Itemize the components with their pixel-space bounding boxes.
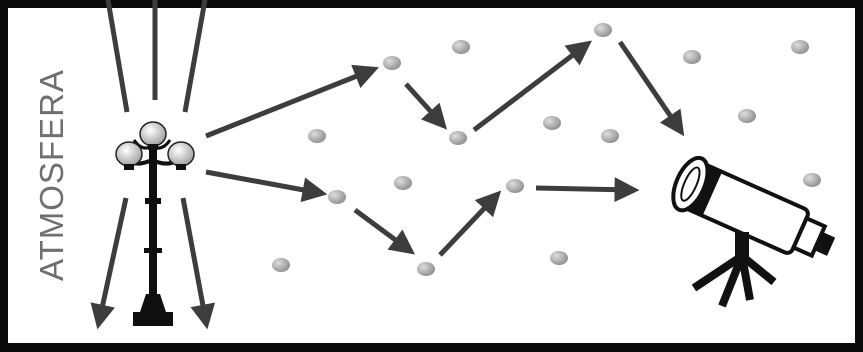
particle (594, 23, 612, 37)
particle (791, 40, 809, 54)
particle (308, 129, 326, 143)
particle (601, 129, 619, 143)
ray-arrow (185, 0, 205, 112)
particle (272, 258, 290, 272)
ray-arrow (183, 198, 206, 322)
scatter-paths (206, 42, 680, 255)
incoming-rays (108, 0, 205, 112)
particle (803, 173, 821, 187)
particle (738, 109, 756, 123)
particle (328, 190, 346, 204)
ray-arrow (108, 0, 127, 112)
particle (683, 50, 701, 64)
ray-arrow (536, 188, 632, 190)
particle (383, 56, 401, 70)
ray-arrow (620, 42, 680, 130)
particle (550, 251, 568, 265)
ray-arrow (474, 45, 586, 130)
particle (452, 40, 470, 54)
ray-arrow (440, 196, 496, 255)
street-lamp-icon (116, 122, 194, 326)
ray-arrow (206, 172, 320, 193)
ray-arrow (355, 210, 409, 250)
particle (506, 179, 524, 193)
ray-arrow (206, 70, 372, 136)
particle (543, 116, 561, 130)
ray-arrow (99, 198, 126, 322)
ray-arrow (406, 84, 442, 124)
particle (394, 176, 412, 190)
particle (449, 131, 467, 145)
particle (417, 262, 435, 276)
